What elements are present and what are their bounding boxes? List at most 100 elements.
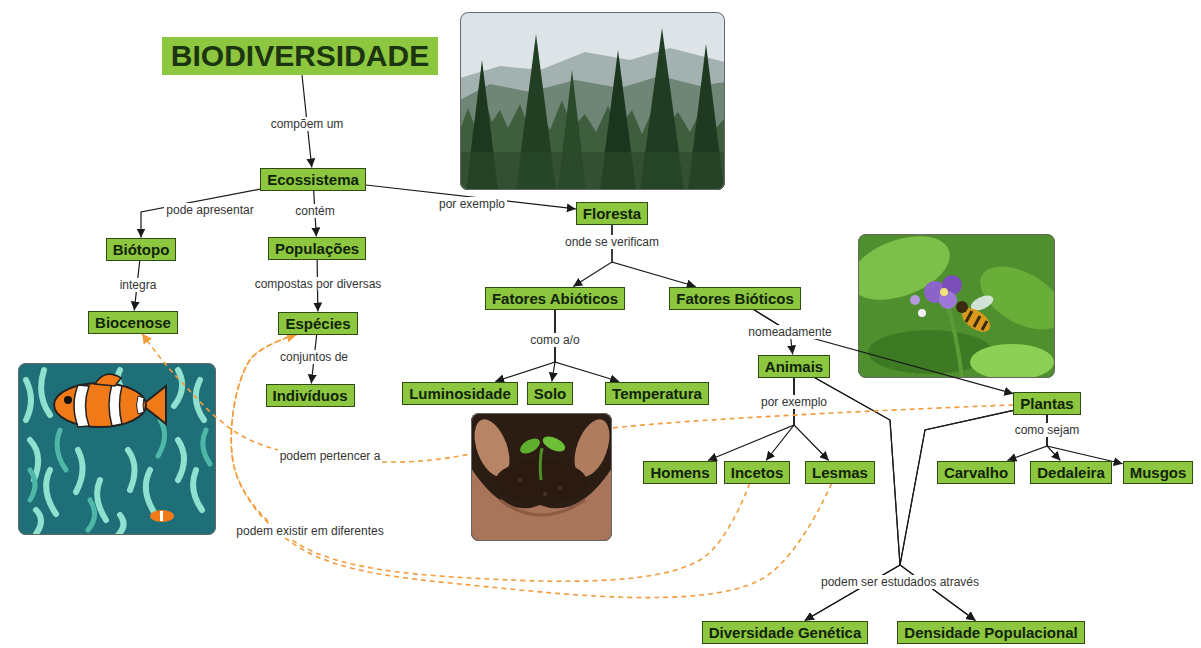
link-label: compõem um bbox=[269, 117, 346, 131]
link-label: por exemplo bbox=[759, 395, 829, 409]
concept-box: Solo bbox=[527, 382, 574, 405]
forest-photo bbox=[460, 12, 725, 190]
connector-arrow bbox=[794, 378, 829, 461]
forest-photo bbox=[460, 76, 725, 190]
concept-box: Fatores Bióticos bbox=[669, 287, 801, 310]
connector-arrow bbox=[1047, 415, 1123, 464]
connector-arrow bbox=[754, 310, 1014, 394]
concept-text: Lesmas bbox=[812, 463, 868, 482]
forest-photo bbox=[460, 12, 725, 190]
connector-group bbox=[134, 75, 1122, 621]
connector-arrow bbox=[1047, 415, 1060, 461]
concept-text: Densidade Populacional bbox=[904, 623, 1077, 642]
clownfish-photo bbox=[18, 363, 216, 535]
link-label: por exemplo bbox=[437, 197, 507, 211]
concept-text: Musgos bbox=[1130, 463, 1187, 482]
bee-photo bbox=[918, 309, 926, 317]
clownfish-photo bbox=[18, 363, 216, 535]
concept-text: Temperatura bbox=[612, 384, 702, 403]
clownfish-photo bbox=[74, 385, 89, 427]
bee-photo bbox=[970, 344, 1054, 378]
forest-photo bbox=[460, 12, 725, 190]
dashed-connector bbox=[231, 335, 831, 598]
seedling-hands-photo bbox=[541, 433, 568, 454]
connector-arrow bbox=[573, 225, 612, 287]
bee-photo bbox=[966, 311, 987, 330]
link-label: podem ser estudados através bbox=[819, 575, 981, 589]
concept-box: Temperatura bbox=[605, 382, 709, 405]
seedling-hands-photo bbox=[468, 413, 617, 541]
concept-box: Incetos bbox=[724, 461, 791, 484]
link-label: nomeadamente bbox=[746, 325, 833, 339]
forest-photo bbox=[460, 152, 725, 190]
link-label: pode apresentar bbox=[164, 203, 255, 217]
dashed-connector bbox=[231, 335, 749, 582]
concept-text: Dedaleira bbox=[1037, 463, 1105, 482]
concept-text: Fatores Abióticos bbox=[492, 289, 618, 308]
seedling-hands-photo bbox=[471, 413, 612, 541]
concept-text: Animais bbox=[765, 357, 823, 376]
connector-arrow bbox=[766, 378, 794, 461]
concept-box: Musgos bbox=[1123, 461, 1194, 484]
concept-box: Carvalho bbox=[937, 461, 1015, 484]
seedling-hands-photo bbox=[558, 486, 562, 490]
link-label: onde se verificam bbox=[563, 235, 661, 249]
concept-box: Diversidade Genética bbox=[702, 621, 869, 644]
concept-text: Carvalho bbox=[944, 463, 1008, 482]
link-label: como a/o bbox=[528, 333, 581, 347]
concept-text: Solo bbox=[534, 384, 567, 403]
concept-text: Homens bbox=[650, 463, 709, 482]
clownfish-photo bbox=[95, 374, 121, 386]
concept-text: Plantas bbox=[1020, 394, 1073, 413]
seedling-hands-photo bbox=[518, 478, 522, 482]
clownfish-photo bbox=[137, 396, 145, 414]
concept-box: Floresta bbox=[576, 202, 648, 225]
concept-box: Fatores Abióticos bbox=[485, 287, 625, 310]
concept-text: Indivíduos bbox=[273, 386, 348, 405]
concept-box: Densidade Populacional bbox=[897, 621, 1084, 644]
connector-arrow bbox=[612, 225, 696, 287]
concept-box: Populações bbox=[268, 237, 366, 260]
concept-box: Ecossistema bbox=[260, 168, 366, 191]
connector-arrow bbox=[141, 189, 260, 237]
connector-arrow bbox=[1007, 415, 1047, 461]
concept-text: Populações bbox=[275, 239, 359, 258]
clownfish-photo bbox=[30, 420, 210, 530]
bee-photo bbox=[940, 288, 948, 296]
bee-photo bbox=[858, 234, 958, 312]
concept-box: Biótopo bbox=[106, 238, 177, 261]
bee-photo bbox=[858, 234, 1055, 378]
concept-box: Dedaleira bbox=[1030, 461, 1112, 484]
link-label: podem existir em diferentes bbox=[234, 524, 385, 538]
clownfish-photo bbox=[150, 510, 174, 522]
forest-photo bbox=[461, 13, 725, 190]
clownfish-photo bbox=[64, 396, 72, 404]
bee-photo bbox=[956, 301, 968, 313]
seedling-hands-photo bbox=[543, 492, 547, 496]
concept-box: Biocenose bbox=[88, 311, 178, 334]
forest-photo bbox=[460, 96, 725, 190]
clownfish-photo bbox=[160, 511, 163, 521]
concept-text: BIODIVERSIDADE bbox=[171, 38, 429, 74]
bee-photo bbox=[859, 235, 1055, 378]
clownfish-photo bbox=[26, 370, 204, 535]
link-label: contém bbox=[293, 204, 336, 218]
link-label: podem pertencer a bbox=[278, 449, 383, 463]
concept-text: Ecossistema bbox=[267, 170, 359, 189]
link-label: compostas por diversas bbox=[253, 277, 384, 291]
seedling-hands-photo bbox=[540, 448, 542, 480]
concept-box: Animais bbox=[758, 355, 830, 378]
concept-text: Biótopo bbox=[113, 240, 170, 259]
clownfish-photo bbox=[18, 363, 216, 535]
bee-photo bbox=[910, 295, 920, 305]
bee-photo bbox=[842, 224, 1075, 380]
concept-box: Plantas bbox=[1013, 392, 1080, 415]
clownfish-photo bbox=[54, 383, 146, 427]
clownfish-photo bbox=[19, 364, 216, 535]
concept-text: Luminosidade bbox=[409, 384, 511, 403]
concept-text: Incetos bbox=[731, 463, 784, 482]
link-label: integra bbox=[118, 278, 159, 292]
